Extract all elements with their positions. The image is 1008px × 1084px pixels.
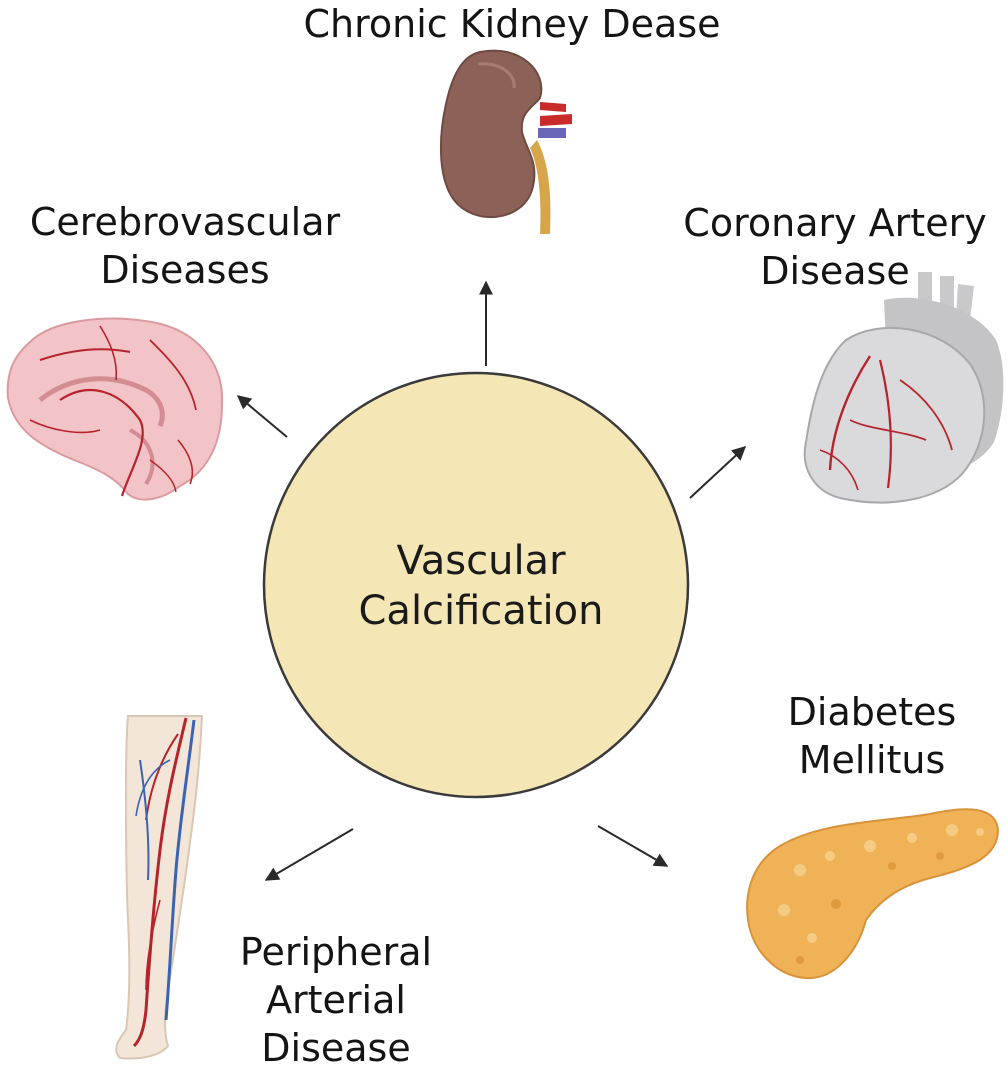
label-line: Peripheral [239,930,433,974]
pancreas-icon [746,808,1000,980]
arrow-to-cvd [236,395,288,438]
arrow-to-dm [597,825,669,867]
kidney-icon [439,49,572,234]
label-diabetes-mellitus: Diabetes Mellitus [742,688,1002,784]
center-label: Vascular Calcification [276,536,686,636]
label-line: Diseases [100,248,270,292]
label-line: Coronary Artery [683,201,987,245]
label-line: Arterial [266,978,406,1022]
label-chronic-kidney-disease: Chronic Kidney Dease [262,0,762,48]
label-peripheral-arterial-disease: Peripheral Arterial Disease [196,928,476,1072]
arrow-to-pad [264,828,354,881]
label-line: Mellitus [798,738,946,782]
heart-icon [803,272,1004,504]
label-cerebrovascular-diseases: Cerebrovascular Diseases [0,198,370,294]
center-label-line-1: Vascular [396,538,566,584]
brain-icon [6,317,224,501]
label-coronary-artery-disease: Coronary Artery Disease [650,199,1008,295]
label-line: Disease [261,1026,411,1070]
leg-icon [115,715,204,1060]
label-line: Diabetes [787,690,957,734]
center-label-line-2: Calcification [358,588,604,634]
label-line: Disease [760,249,910,293]
center-circle [262,371,690,799]
label-line: Cerebrovascular [29,200,341,244]
arrow-to-cad [689,446,747,499]
label-line: Chronic Kidney Dease [303,2,721,46]
